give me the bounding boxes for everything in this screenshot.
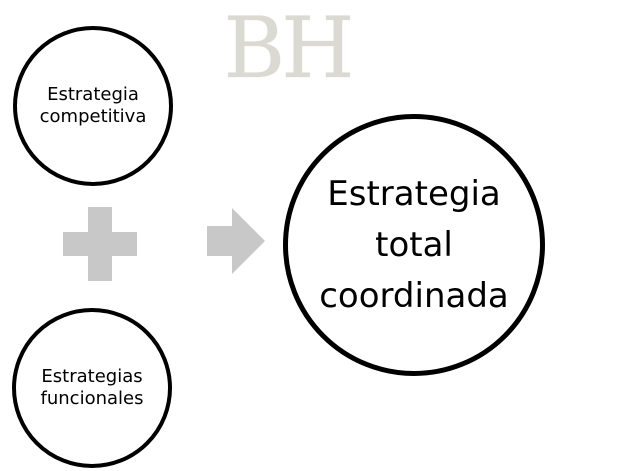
- label-estrategia-competitiva: Estrategia competitiva: [39, 83, 147, 128]
- right-arrow-icon: [207, 208, 265, 274]
- label-estrategias-funcionales: Estrategias funcionales: [40, 365, 144, 410]
- circle-estrategia-competitiva: Estrategia competitiva: [13, 26, 173, 186]
- watermark-logo: BH: [223, 0, 355, 97]
- label-estrategia-total-coordinada: Estrategia total coordinada: [319, 173, 509, 316]
- plus-icon: [63, 207, 137, 281]
- circle-estrategias-funcionales: Estrategias funcionales: [12, 308, 172, 468]
- circle-estrategia-total-coordinada: Estrategia total coordinada: [283, 114, 545, 376]
